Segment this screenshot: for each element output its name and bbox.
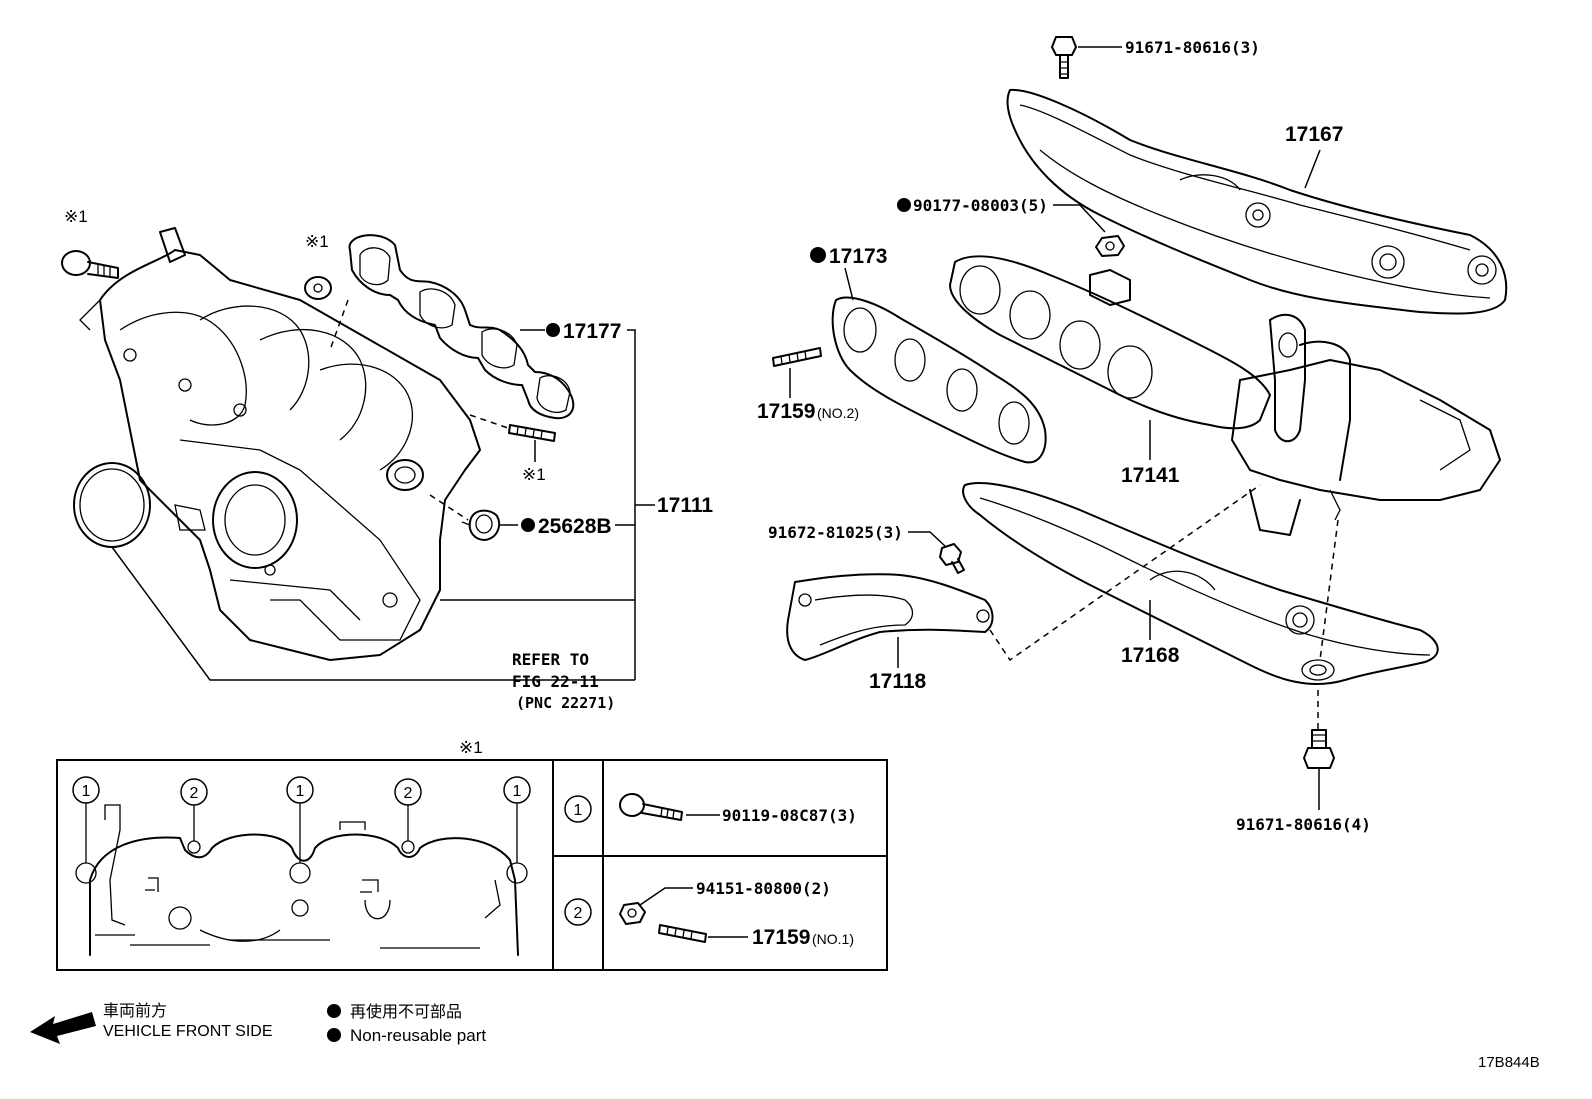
svg-text:1: 1 xyxy=(296,783,305,800)
label-17173: 17173 xyxy=(829,245,887,268)
leader-91672 xyxy=(908,531,946,547)
marker-2: 2 xyxy=(180,778,208,841)
leader-90177 xyxy=(1053,204,1106,233)
nut-icon xyxy=(304,276,332,300)
intake-manifold-drawing xyxy=(79,227,481,661)
refer-line2: FIG 22-11 xyxy=(512,672,599,691)
bolt-icon xyxy=(939,543,965,574)
dashed-guide-bracket xyxy=(989,484,1261,662)
svg-text:2: 2 xyxy=(190,785,199,802)
leader-17173 xyxy=(844,267,854,301)
exhaust-gasket-drawing xyxy=(831,296,1047,464)
nonreusable-dot xyxy=(897,198,911,212)
bolt-icon xyxy=(619,793,683,821)
label-91672: 91672-81025(3) xyxy=(768,523,903,542)
egr-gasket-drawing xyxy=(461,509,501,541)
marker-1: 1 xyxy=(286,776,314,863)
label-no1: (NO.1) xyxy=(812,931,854,947)
bolt-icon xyxy=(1051,36,1077,79)
flange-outline-drawing xyxy=(75,804,528,956)
nonreusable-dot xyxy=(546,323,560,337)
figure-code: 17B844B xyxy=(1478,1054,1540,1071)
label-bolt-bottom: 91671-80616(4) xyxy=(1236,815,1371,834)
nonreusable-dot xyxy=(810,247,826,263)
label-bolt-top: 91671-80616(3) xyxy=(1125,38,1260,57)
label-17118: 17118 xyxy=(869,670,927,693)
manifold-bracket-drawing xyxy=(786,573,994,661)
nonreusable-dot xyxy=(327,1004,341,1018)
row-marker-2: 2 xyxy=(564,898,592,926)
throttle-gasket-ring xyxy=(73,462,151,548)
nonreusable-dot xyxy=(327,1028,341,1042)
label-17177: 17177 xyxy=(563,320,621,343)
legend-nonreuse-jp: 再使用不可部品 xyxy=(350,1003,462,1021)
bolt-icon xyxy=(61,250,119,279)
svg-text:2: 2 xyxy=(404,785,413,802)
dashed-guide-gasket xyxy=(429,494,469,521)
legend-front-jp: 車両前方 xyxy=(103,1002,167,1020)
marker-2: 2 xyxy=(394,778,422,841)
dashed-guide-stud xyxy=(469,414,509,429)
refer-line1: REFER TO xyxy=(512,650,589,669)
mark-x1-stud: ※1 xyxy=(522,465,546,484)
label-row2-part-b: 17159 xyxy=(752,926,810,949)
heat-insulator-upper xyxy=(1006,88,1508,315)
exhaust-manifold-drawing xyxy=(949,255,1501,536)
svg-text:1: 1 xyxy=(574,802,583,819)
label-17159-no2: 17159 xyxy=(757,400,815,423)
label-90177: 90177-08003(5) xyxy=(913,196,1048,215)
label-row1-part: 90119-08C87(3) xyxy=(722,806,857,825)
dashed-guide-bolt xyxy=(1319,519,1339,661)
leader-row2a xyxy=(639,887,693,906)
row-marker-1: 1 xyxy=(564,795,592,823)
svg-text:2: 2 xyxy=(574,905,583,922)
label-25628b: 25628B xyxy=(538,515,612,538)
nut-icon xyxy=(619,902,646,925)
stud-bolt-icon xyxy=(658,924,707,943)
marker-1: 1 xyxy=(72,776,100,863)
leader-refer xyxy=(111,546,635,681)
label-17167: 17167 xyxy=(1285,123,1343,146)
label-17111: 17111 xyxy=(657,494,713,517)
detail-table xyxy=(56,759,888,971)
dashed-guide xyxy=(329,299,349,351)
marker-1: 1 xyxy=(503,776,531,863)
legend-front-en: VEHICLE FRONT SIDE xyxy=(103,1023,273,1040)
intake-gasket-drawing xyxy=(348,234,575,420)
front-arrow-icon xyxy=(30,1012,96,1044)
stud-bolt-icon xyxy=(508,424,556,442)
leader-17167 xyxy=(1304,149,1321,189)
nut-icon xyxy=(1095,235,1125,257)
legend-nonreuse-en: Non-reusable part xyxy=(350,1026,486,1045)
label-17168: 17168 xyxy=(1121,644,1180,667)
refer-line3: (PNC 22271) xyxy=(516,694,615,712)
svg-text:1: 1 xyxy=(82,783,91,800)
bolt-icon xyxy=(1303,729,1335,769)
label-17141: 17141 xyxy=(1121,464,1180,487)
mark-x1-nut: ※1 xyxy=(305,232,329,251)
mark-x1-table: ※1 xyxy=(459,738,483,757)
heat-insulator-lower xyxy=(962,482,1439,686)
label-row2-part-a: 94151-80800(2) xyxy=(696,879,831,898)
mark-x1-topleft: ※1 xyxy=(64,207,88,226)
nonreusable-dot xyxy=(521,518,535,532)
label-no2: (NO.2) xyxy=(817,405,859,421)
stud-bolt-icon xyxy=(772,347,822,367)
svg-text:1: 1 xyxy=(513,783,522,800)
bracket-17111 xyxy=(627,329,636,680)
